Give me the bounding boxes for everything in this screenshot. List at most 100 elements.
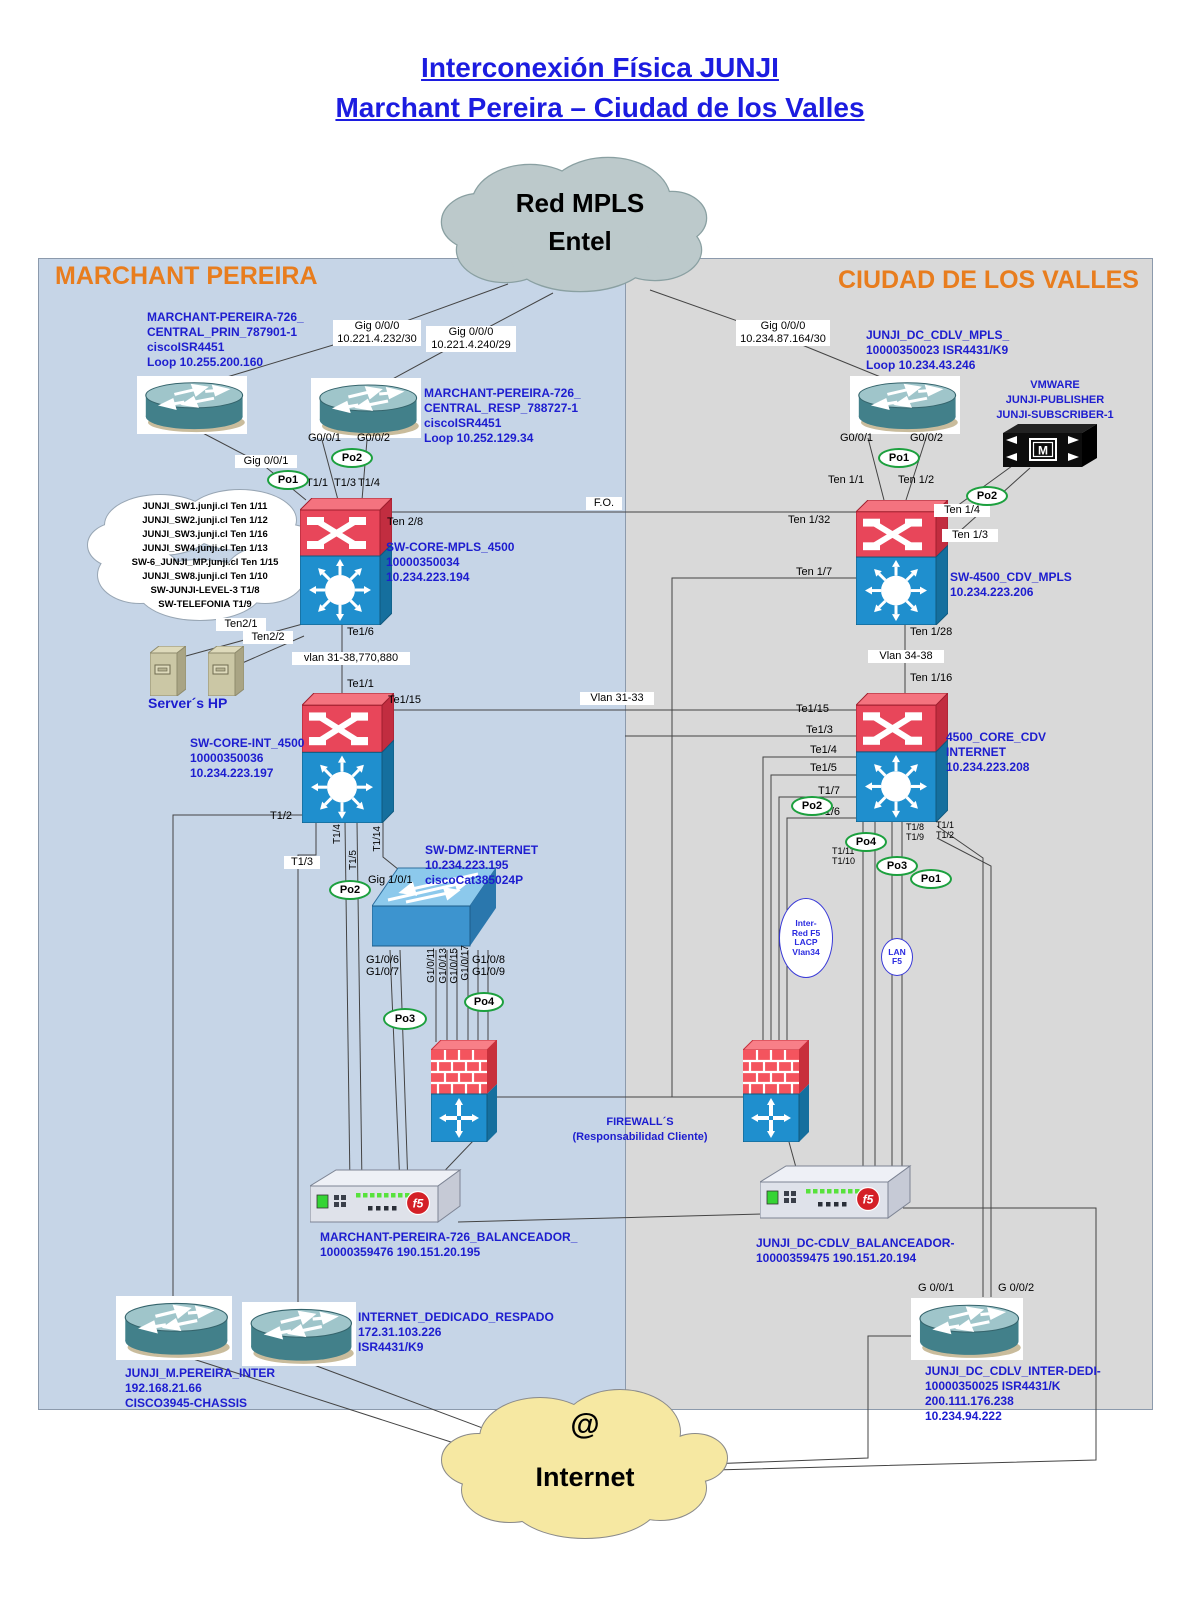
po2-left-badge: Po2: [331, 448, 373, 468]
link: [707, 1335, 913, 1465]
balanceador-right-balancer-icon: f5: [760, 1162, 912, 1222]
vmware-appliance-vmware-icon: M: [1003, 424, 1097, 467]
mp-router-prin-router-icon: [137, 376, 247, 434]
link: [867, 437, 885, 501]
server-hp-1-server-icon: [150, 646, 186, 696]
link: [713, 1207, 1097, 1471]
internet-cloud-label-2: Internet: [535, 1462, 635, 1492]
po4-cdv-badge: Po4: [845, 832, 887, 852]
po2-cdv-badge: Po2: [791, 796, 833, 816]
bal-left-label: MARCHANT-PEREIRA-726_BALANCEADOR_1000035…: [320, 1230, 578, 1259]
mp-router-resp-router-icon: [311, 378, 421, 438]
link: [671, 577, 857, 1097]
port-ten1-28: Ten 1/28: [910, 626, 953, 638]
gig-0-0-1-label: Gig 0/0/1: [235, 455, 297, 468]
internet-dedicado-router-router-icon: [242, 1302, 356, 1366]
port-ten1-7: Ten 1/7: [796, 566, 833, 578]
po1-right-badge: Po1: [878, 448, 920, 468]
port-t1-5-v: T1/5: [348, 850, 359, 871]
port-te1-15-l: Te1/15: [388, 694, 422, 706]
mp-router-prin-label: MARCHANT-PEREIRA-726_CENTRAL_PRIN_787901…: [147, 310, 304, 369]
server-hp-2-server-icon: [208, 646, 244, 696]
port-g002-cdlv: G0/0/2: [910, 432, 944, 444]
firewall-left-firewall-icon: [431, 1040, 497, 1142]
port-te1-5: Te1/5: [810, 762, 837, 774]
port-te1-6: Te1/6: [347, 626, 374, 638]
ten2-1-label: Ten2/1: [216, 618, 266, 631]
port-te1-4: Te1/4: [810, 744, 837, 756]
sw-dmz-internet-dmzswitch-icon: [372, 860, 496, 953]
bal-right-label: JUNJI_DC-CDLV_BALANCEADOR-10000359475 19…: [756, 1236, 955, 1265]
page-title-line1: Interconexión Física JUNJI: [421, 52, 779, 83]
port-g002-br: G 0/0/2: [998, 1282, 1035, 1294]
link: [297, 822, 317, 1303]
r-br-label: JUNJI_DC_CDLV_INTER-DEDI-10000350025 ISR…: [925, 1364, 1101, 1423]
cdlv-inter-dedi-router-router-icon: [911, 1298, 1023, 1360]
port-g1-0-11-v: G1/0/11: [426, 948, 437, 983]
port-t1-2: T1/2: [270, 810, 293, 822]
port-te1-1: Te1/1: [347, 678, 374, 690]
po3-dmz-badge: Po3: [383, 1008, 427, 1030]
port-te1-3: Te1/3: [806, 724, 833, 736]
vlan-34-38-label: Vlan 34-38: [868, 650, 944, 663]
ten1-3-box: Ten 1/3: [942, 529, 998, 542]
mpls-cloud-label-1: Red MPLS: [515, 188, 645, 218]
port-te1-15-r: Te1/15: [796, 703, 830, 715]
fo-label: F.O.: [586, 497, 622, 510]
page-title-line2: Marchant Pereira – Ciudad de los Valles: [335, 92, 865, 123]
link: [399, 949, 409, 1187]
vlan-31-38-label: vlan 31-38,770,880: [292, 652, 410, 665]
port-t1-7-r: T1/7: [818, 785, 841, 797]
sw-4500-cdv-l3switch-icon: [856, 500, 948, 625]
servers-label: Server´s HP: [148, 695, 228, 711]
ten2-2-label: Ten2/2: [243, 631, 293, 644]
link: [389, 949, 401, 1187]
link: [172, 814, 303, 1297]
mpls-cloud-shape: [440, 156, 708, 293]
link: [321, 439, 339, 501]
port-t1-3: T1/3: [334, 477, 357, 489]
link: [189, 1357, 483, 1453]
zone-header-marchant-pereira: MARCHANT PEREIRA: [55, 262, 318, 290]
cdlv-mpls-router-router-icon: [850, 376, 960, 434]
port-ten1-2: Ten 1/2: [898, 474, 935, 486]
switch-list-cloud-shape: [87, 489, 317, 621]
firewall-right-firewall-icon: [743, 1040, 809, 1142]
firewalls-label: FIREWALL´S(Responsabilidad Cliente): [572, 1116, 708, 1143]
port-t1-4-v: T1/4: [332, 824, 343, 845]
cdlv-mpls-router-label: JUNJI_DC_CDLV_MPLS_10000350023 ISR4431/K…: [866, 328, 1010, 372]
port-g002-mp: G0/0/2: [357, 432, 391, 444]
balanceador-left-balancer-icon: f5: [310, 1166, 462, 1226]
port-g001-mp: G0/0/1: [308, 432, 342, 444]
po2-vmware-badge: Po2: [966, 486, 1008, 506]
po3-cdv-badge: Po3: [876, 856, 918, 876]
po1-cdv-badge: Po1: [910, 869, 952, 889]
t1-3-left-label: T1/3: [284, 856, 320, 869]
port-gig-1-0-1: Gig 1/0/1: [368, 874, 413, 886]
mp-router-resp-label: MARCHANT-PEREIRA-726_CENTRAL_RESP_788727…: [424, 386, 581, 445]
ten1-4-box: Ten 1/4: [934, 504, 990, 517]
po2-int-badge: Po2: [329, 880, 371, 900]
svg-text:f5: f5: [863, 1193, 874, 1207]
port-t1-1: T1/1: [306, 477, 329, 489]
port-g001-br: G 0/0/1: [918, 1282, 955, 1294]
sw-core-mpls-l3switch-icon: [300, 498, 392, 625]
port-t1-4: T1/4: [358, 477, 381, 489]
port-ten1-1: Ten 1/1: [828, 474, 865, 486]
